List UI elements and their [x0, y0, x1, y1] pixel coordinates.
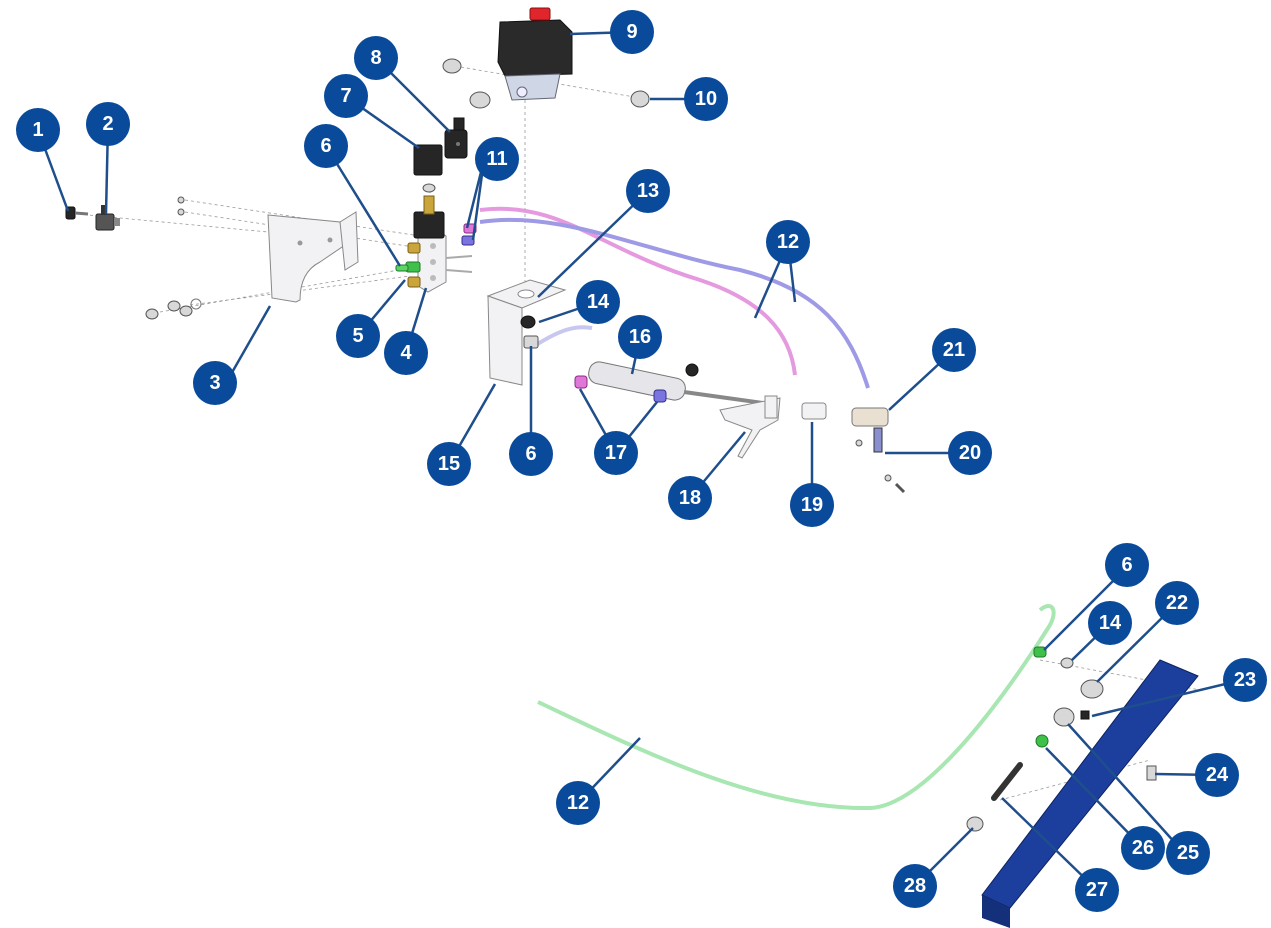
pedal-lever-part: [719, 395, 781, 459]
callout-label: 10: [695, 88, 717, 110]
solenoid-stem-part: [413, 183, 445, 239]
callout-label: 27: [1086, 879, 1108, 901]
callout-label: 11: [486, 148, 507, 170]
callout-11: 11: [475, 137, 519, 181]
callout-21: 21: [932, 328, 976, 372]
callout-7: 7: [324, 74, 368, 118]
callout-17: 17: [594, 431, 638, 475]
callout-label: 18: [679, 487, 701, 509]
callout-26: 26: [1121, 826, 1165, 870]
green-hose-part: [537, 604, 1056, 811]
air-cylinder-part: [588, 361, 771, 406]
callout-10: 10: [684, 77, 728, 121]
callout-15: 15: [427, 442, 471, 486]
callout-label: 17: [605, 442, 627, 464]
callout-5: 5: [336, 314, 380, 358]
callout-label: 4: [400, 342, 412, 364]
callout-label: 2: [102, 113, 113, 135]
cylinder-fittings-part: [574, 375, 667, 403]
solenoid-coil-part: [413, 144, 443, 176]
valve-manifold-part: [417, 229, 447, 293]
callout-label: 6: [1121, 554, 1132, 576]
callout-6a: 6: [304, 124, 348, 168]
callout-14a: 14: [576, 280, 620, 324]
callout-28: 28: [893, 864, 937, 908]
pressure-switch-part: [497, 7, 573, 101]
callout-label: 26: [1132, 837, 1154, 859]
callout-9: 9: [610, 10, 654, 54]
callout-6c: 6: [1105, 543, 1149, 587]
port-plugs-part: [442, 58, 650, 109]
coupling-part: [801, 402, 827, 420]
callout-label: 21: [943, 339, 965, 361]
callout-1: 1: [16, 108, 60, 152]
callout-label: 16: [629, 326, 651, 348]
callout-label: 13: [637, 180, 659, 202]
callout-label: 3: [209, 372, 220, 394]
callout-18: 18: [668, 476, 712, 520]
callout-label: 7: [340, 85, 351, 107]
callout-label: 12: [567, 792, 589, 814]
callout-12a: 12: [766, 220, 810, 264]
callout-2: 2: [86, 102, 130, 146]
callout-label: 15: [438, 453, 460, 475]
bolts-part: [145, 196, 202, 320]
callout-label: 28: [904, 875, 926, 897]
callout-label: 6: [525, 443, 536, 465]
callout-13: 13: [626, 169, 670, 213]
callout-label: 19: [801, 494, 823, 516]
l-bracket-part: [486, 279, 567, 386]
callout-12b: 12: [556, 781, 600, 825]
callout-label: 5: [352, 325, 363, 347]
callout-20: 20: [948, 431, 992, 475]
callout-label: 25: [1177, 842, 1199, 864]
callout-24: 24: [1195, 753, 1239, 797]
callout-label: 6: [320, 135, 331, 157]
callout-label: 20: [959, 442, 981, 464]
callout-25: 25: [1166, 831, 1210, 875]
connector-plug-part: [444, 117, 468, 159]
callout-22: 22: [1155, 581, 1199, 625]
callout-23: 23: [1223, 658, 1267, 702]
mounting-bracket-part: [267, 211, 359, 303]
callout-label: 12: [777, 231, 799, 253]
leader-lines: [36, 30, 1243, 891]
callout-label: 8: [370, 47, 381, 69]
callout-label: 1: [32, 119, 43, 141]
callout-4: 4: [384, 331, 428, 375]
callout-label: 23: [1234, 669, 1256, 691]
callout-label: 9: [626, 21, 637, 43]
callout-8: 8: [354, 36, 398, 80]
screw-part: [65, 206, 89, 220]
manifold-fittings-part: [395, 242, 473, 288]
toggle-switch-part: [95, 205, 120, 231]
clevis-part: [851, 407, 906, 494]
callout-27: 27: [1075, 868, 1119, 912]
callout-label: 24: [1206, 764, 1229, 786]
callout-3: 3: [193, 361, 237, 405]
callout-label: 22: [1166, 592, 1188, 614]
callout-label: 14: [1099, 612, 1122, 634]
callout-6b: 6: [509, 432, 553, 476]
blue-manifold-part: [981, 659, 1199, 928]
bracket-fittings-part: [520, 315, 539, 349]
callout-14b: 14: [1088, 601, 1132, 645]
callout-19: 19: [790, 483, 834, 527]
manifold-bottom-fittings-part: [966, 646, 1157, 832]
pneumatic-hoses-part: [479, 206, 870, 389]
callout-label: 14: [587, 291, 610, 313]
callout-16: 16: [618, 315, 662, 359]
